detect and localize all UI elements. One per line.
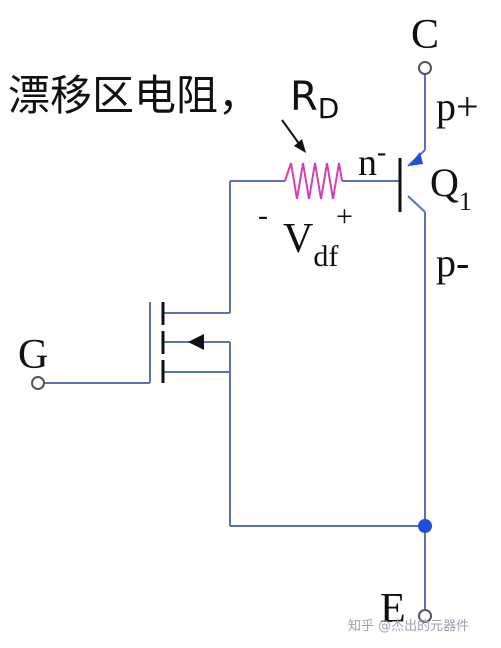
n-minus-sup: - [377, 137, 386, 168]
voltage-plus: + [336, 200, 353, 233]
resistor-label-sub: D [318, 92, 340, 125]
gate-label: G [18, 332, 48, 378]
voltage-label-sub: df [313, 240, 338, 273]
resistor-pointer-head [294, 139, 306, 153]
n-minus-main: n [358, 142, 377, 184]
transistor-label: Q1 [430, 160, 472, 216]
wires [44, 74, 426, 610]
mosfet-arrow [188, 334, 204, 350]
p-minus-label: p- [436, 240, 469, 285]
voltage-label-main: V [283, 216, 313, 262]
gate-terminal [31, 376, 45, 390]
voltage-label: Vdf [283, 216, 338, 273]
resistor-zigzag [284, 162, 343, 200]
watermark: 知乎 @杰出的元器件 [348, 618, 469, 634]
p-plus-label: p+ [436, 84, 479, 129]
emitter-lead [407, 195, 426, 213]
n-minus-label: n- [358, 137, 386, 184]
transistor-emitter-arrow [409, 152, 423, 166]
voltage-minus: - [258, 199, 268, 232]
title: 漂移区电阻， [8, 71, 260, 120]
emitter-label: E [380, 586, 406, 632]
transistor-label-main: Q [430, 160, 459, 205]
collector-label: C [411, 12, 439, 58]
emitter-terminal [418, 609, 432, 623]
transistor-label-sub: 1 [459, 187, 472, 216]
resistor-label-main: R [290, 74, 318, 120]
resistor-label: RD [290, 74, 339, 125]
junction-node [418, 519, 432, 533]
collector-terminal [418, 61, 432, 75]
resistor-pointer-line [281, 119, 301, 146]
